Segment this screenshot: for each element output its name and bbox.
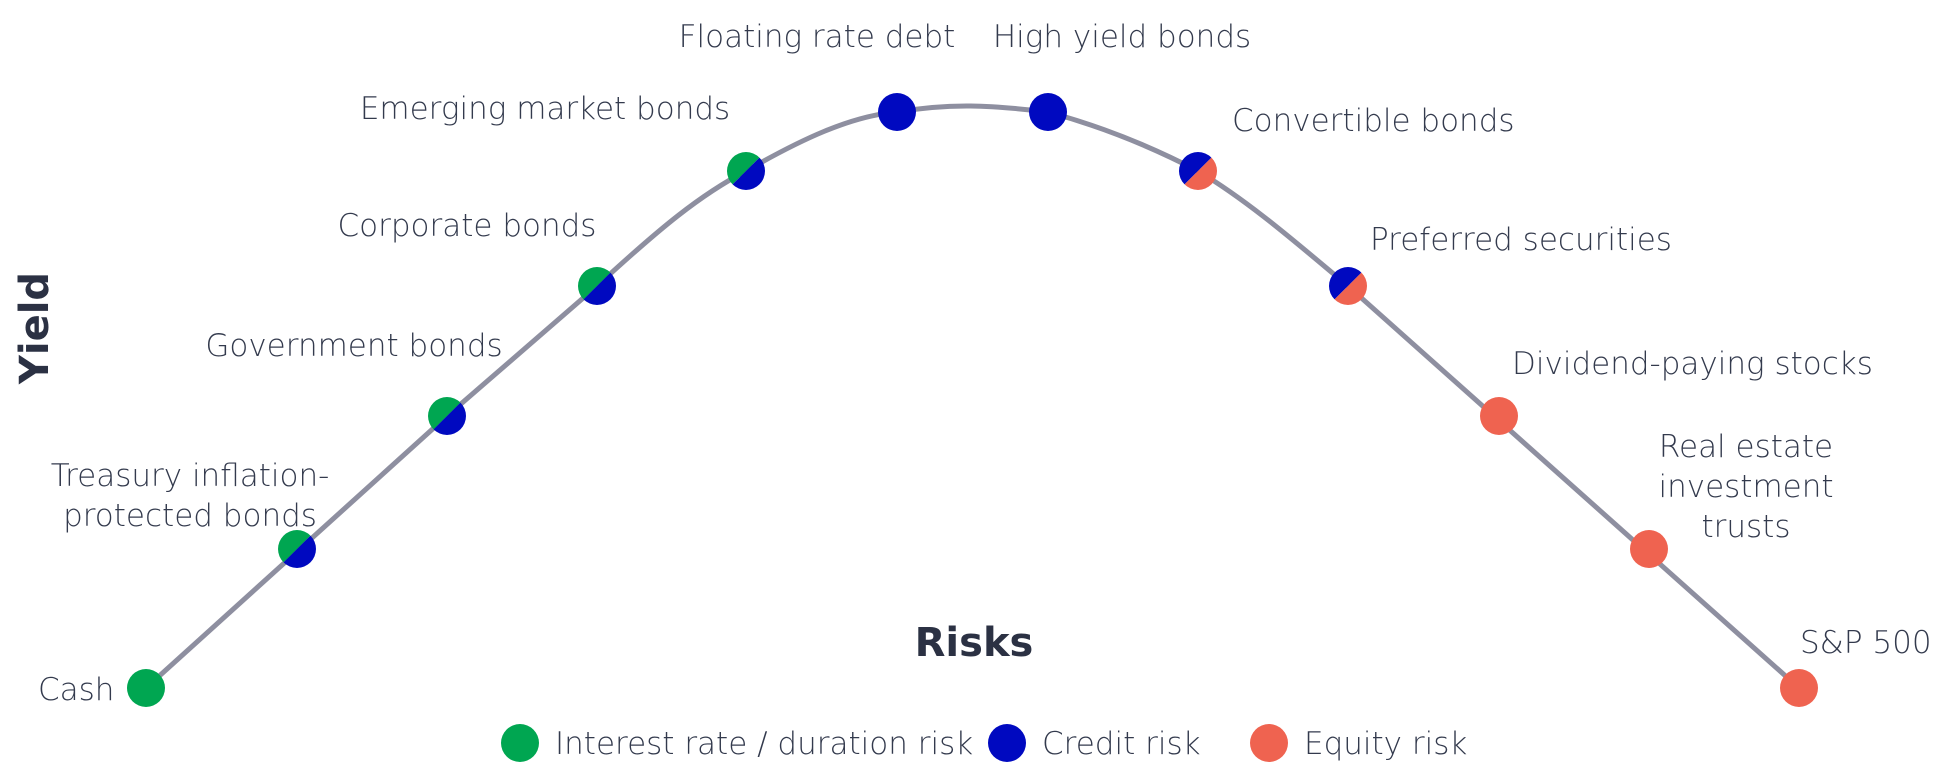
marker-floating-rate-debt: [878, 93, 916, 131]
marker-dividend-paying-stocks: [1480, 397, 1518, 435]
marker-corporate-bonds: [578, 266, 617, 305]
marker-dot: [1630, 530, 1668, 568]
label-dividend-paying-stocks: Dividend-paying stocks: [1512, 346, 1873, 382]
marker-half-equity: [1184, 157, 1218, 191]
label-floating-rate-debt: Floating rate debt: [679, 19, 956, 55]
marker-dot: [1780, 669, 1818, 707]
legend-swatch: [1250, 724, 1288, 762]
legend-item-interest: Interest rate / duration risk: [501, 724, 973, 762]
marker-high-yield-bonds: [1029, 93, 1067, 131]
label-treasury-inflation-protected-bonds: Treasury inflation-protected bonds: [51, 458, 330, 534]
legend-label: Equity risk: [1304, 726, 1467, 762]
data-labels: Cash Treasury inflation-protected bonds Go…: [38, 19, 1932, 708]
label-government-bonds: Government bonds: [205, 328, 502, 364]
marker-dot: [878, 93, 916, 131]
marker-convertible-bonds: [1179, 151, 1218, 191]
legend-swatch: [988, 724, 1026, 762]
legend-label: Interest rate / duration risk: [555, 726, 973, 762]
marker-emerging-market-bonds: [727, 151, 766, 191]
y-axis-title: Yield: [12, 272, 58, 385]
yield-curve-line: [143, 103, 1802, 691]
marker-half-credit: [283, 535, 316, 568]
label-high-yield-bonds: High yield bonds: [993, 19, 1251, 55]
marker-dot: [127, 669, 165, 707]
marker-cash: [127, 669, 165, 707]
marker-half-equity: [1334, 272, 1368, 305]
label-corporate-bonds: Corporate bonds: [338, 208, 597, 244]
marker-treasury-inflation-protected-bonds: [278, 530, 316, 568]
data-markers: [127, 93, 1818, 707]
marker-half-credit: [583, 272, 617, 305]
legend-item-equity: Equity risk: [1250, 724, 1467, 762]
label-emerging-market-bonds: Emerging market bonds: [360, 91, 730, 127]
label-cash: Cash: [38, 672, 114, 708]
marker-half-interest: [278, 530, 311, 563]
marker-half-interest: [428, 397, 461, 430]
marker-dot: [1029, 93, 1067, 131]
marker-dot: [1480, 397, 1518, 435]
marker-half-credit: [1329, 266, 1362, 300]
label-s-p-500: S&P 500: [1800, 625, 1932, 661]
marker-real-estate-investment-trusts: [1630, 530, 1668, 568]
label-convertible-bonds: Convertible bonds: [1232, 103, 1515, 139]
marker-half-interest: [727, 151, 760, 185]
label-preferred-securities: Preferred securities: [1370, 222, 1672, 258]
x-axis-title: Risks: [915, 620, 1034, 666]
legend-label: Credit risk: [1042, 726, 1201, 762]
marker-half-credit: [732, 157, 766, 191]
marker-s-p-500: [1780, 669, 1818, 707]
marker-half-credit: [433, 402, 466, 435]
marker-half-credit: [1179, 151, 1212, 185]
marker-government-bonds: [428, 397, 466, 435]
legend: Interest rate / duration risk Credit risk…: [501, 724, 1467, 762]
marker-half-interest: [578, 266, 611, 300]
legend-item-credit: Credit risk: [988, 724, 1201, 762]
legend-swatch: [501, 724, 539, 762]
marker-preferred-securities: [1329, 266, 1368, 305]
